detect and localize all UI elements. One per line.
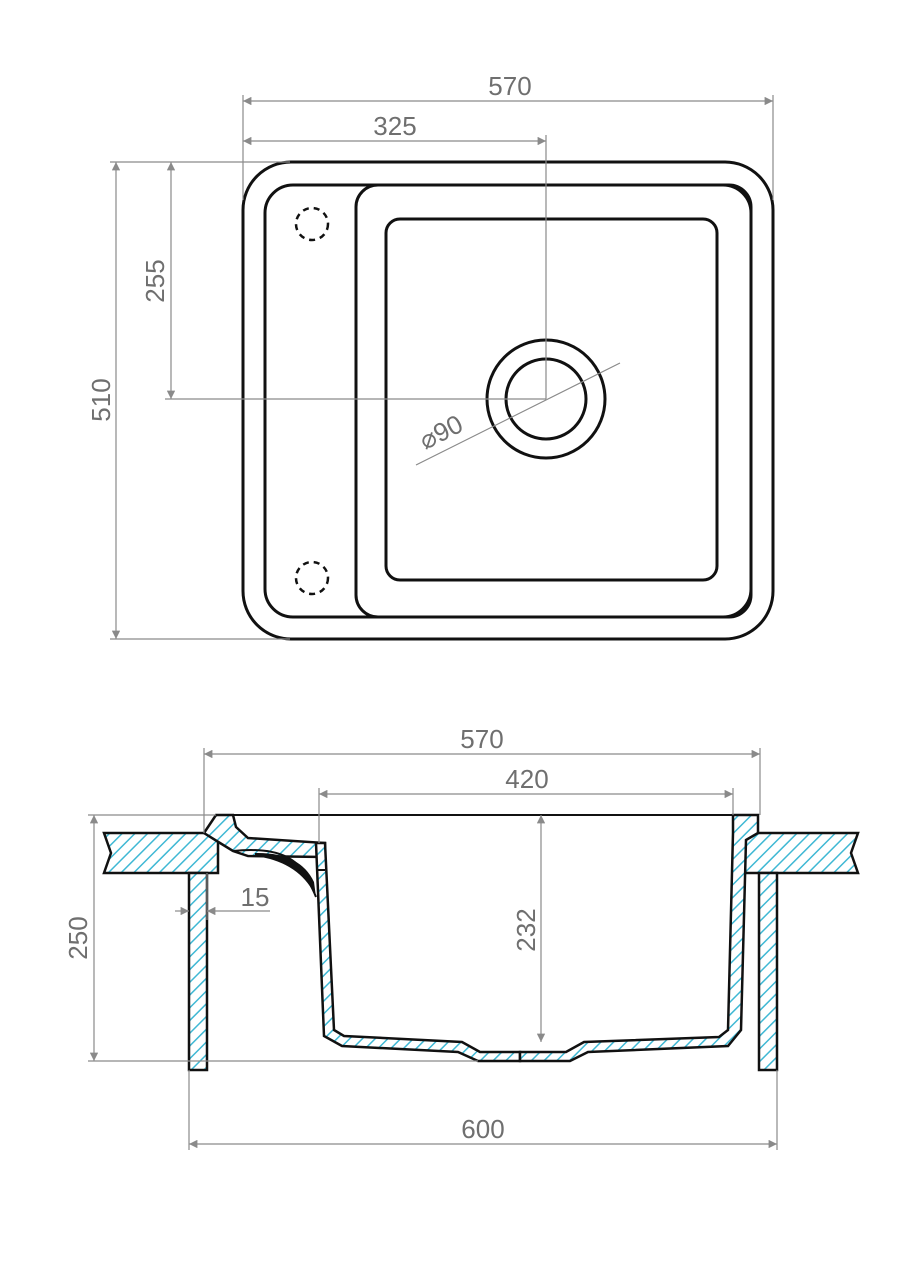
bowl-width-dimension: 420	[505, 764, 548, 794]
drain-diameter-leader	[415, 362, 621, 466]
bowl-depth-dimension: 232	[511, 908, 541, 951]
cabinet-wall-left	[187, 871, 209, 1072]
cabinet-width-dimension: 600	[461, 1114, 504, 1144]
drain-offset-y-dimension: 255	[140, 259, 170, 302]
top-width-dimension: 570	[488, 71, 531, 101]
bowl-outer-edge	[354, 183, 753, 619]
tap-hole-bottom-marker	[294, 560, 330, 596]
sink-bowl-section	[314, 841, 522, 1063]
wall-thickness-dimension: 15	[241, 882, 270, 912]
section-view: 570 420 232 250 15 600	[63, 724, 860, 1150]
drain-diameter-dimension: ⌀90	[414, 408, 467, 455]
drain-offset-x-dimension: 325	[373, 111, 416, 141]
top-depth-dimension: 510	[86, 378, 116, 421]
sink-bowl-section-right	[518, 813, 760, 1063]
cabinet-wall-right	[757, 871, 779, 1072]
sink-inner-rim	[263, 183, 753, 619]
sink-outer-rim	[241, 160, 775, 641]
section-width-dimension: 570	[460, 724, 503, 754]
countertop-right-section	[743, 831, 860, 875]
countertop-left-section	[102, 831, 220, 875]
sink-front-apron-fill	[255, 852, 316, 897]
tap-hole-top-marker	[294, 206, 330, 242]
top-view: 570 325 510 255 ⌀90	[86, 71, 775, 641]
total-height-dimension: 250	[63, 916, 93, 959]
